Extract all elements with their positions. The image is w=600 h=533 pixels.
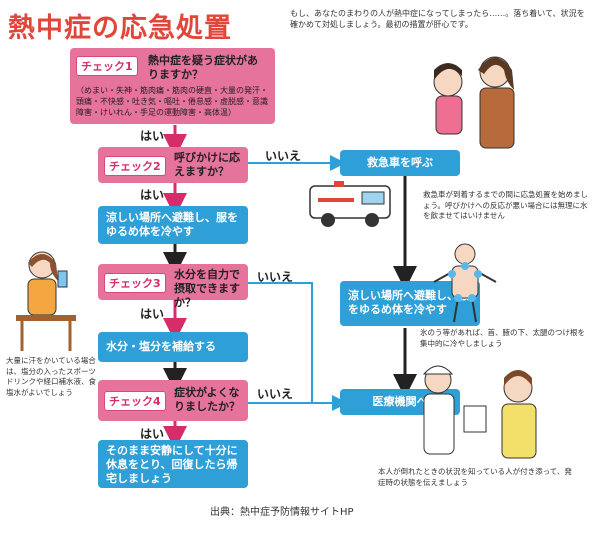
action-hydrate-text: 水分・塩分を補給する [106, 340, 216, 353]
ambulance-note: 救急車が到着するまでの間に応急処置を始めましょう。呼びかけへの反応が悪い場合には… [423, 190, 588, 220]
check3-tag: チェック3 [104, 273, 166, 293]
check4-box: チェック4 症状がよくなりましたか？ [98, 380, 248, 421]
drink-note: 大量に汗をかいている場合は、塩分の入ったスポーツドリンクや経口補水液、食塩水がよ… [6, 356, 96, 397]
check3-question: 水分を自力で摂取できますか？ [174, 268, 240, 309]
action-cool-text: 涼しい場所へ避難し、服をゆるめ体を冷やす [106, 211, 238, 238]
yes-label-1: はい [140, 129, 165, 143]
yes-label-4: はい [140, 427, 165, 441]
no-label-3: いいえ [257, 270, 294, 284]
yes-label-3: はい [140, 307, 165, 321]
check2-box: チェック2 呼びかけに応えますか？ [98, 147, 248, 183]
caregiver-illustration [433, 56, 515, 149]
ice-note: 氷のう等があれば、首、腋の下、太腿のつけ根を集中的に冷やしましょう [420, 328, 585, 348]
drinking-person-illustration [16, 251, 76, 351]
check1-symptoms: （めまい・失神・筋肉痛・筋肉の硬直・大量の発汗・頭痛・不快感・吐き気・嘔吐・倦怠… [76, 86, 268, 117]
no-arrow-3 [248, 282, 348, 411]
action-hydrate-box: 水分・塩分を補給する [98, 332, 248, 362]
check4-tag: チェック4 [104, 391, 166, 411]
check1-tag: チェック1 [76, 56, 138, 76]
hospital-note: 本人が倒れたときの状況を知っている人が付き添って、発症時の状態を伝えましょう [378, 467, 572, 487]
hospital-illustration [422, 365, 537, 459]
action-ambulance-box: 救急車を呼ぶ [340, 150, 460, 176]
check3-box: チェック3 水分を自力で摂取できますか？ [98, 264, 248, 309]
intro-text: もし、あなたのまわりの人が熱中症になってしまったら……。落ち着いて、状況を確かめ… [290, 9, 585, 29]
page-title: 熱中症の応急処置 [8, 13, 232, 44]
action-cool-box: 涼しい場所へ避難し、服をゆるめ体を冷やす [98, 206, 248, 244]
check1-box: チェック1 熱中症を疑う症状がありますか？ （めまい・失神・筋肉痛・筋肉の硬直・… [70, 48, 275, 124]
action-rest-box: そのまま安静にして十分に休息をとり、回復したら帰宅しましょう [98, 440, 248, 488]
no-label-4: いいえ [257, 387, 294, 401]
ambulance-icon [309, 181, 391, 227]
action-cool-right-text: 涼しい場所へ避難し、服をゆるめ体を冷やす [348, 289, 469, 316]
yes-label-2: はい [140, 188, 165, 202]
action-ambulance-text: 救急車を呼ぶ [367, 156, 433, 169]
body-cooling-illustration [433, 243, 497, 323]
action-hospital-text: 医療機関へ [372, 395, 428, 408]
check4-question: 症状がよくなりましたか？ [174, 386, 240, 413]
action-rest-text: そのまま安静にして十分に休息をとり、回復したら帰宅しましょう [106, 444, 238, 485]
source-caption: 出典：熱中症予防情報サイトHP [210, 507, 354, 518]
check1-question: 熱中症を疑う症状がありますか？ [148, 54, 258, 81]
check2-question: 呼びかけに応えますか？ [174, 151, 240, 178]
check2-tag: チェック2 [104, 156, 166, 176]
no-label-2: いいえ [265, 149, 302, 163]
